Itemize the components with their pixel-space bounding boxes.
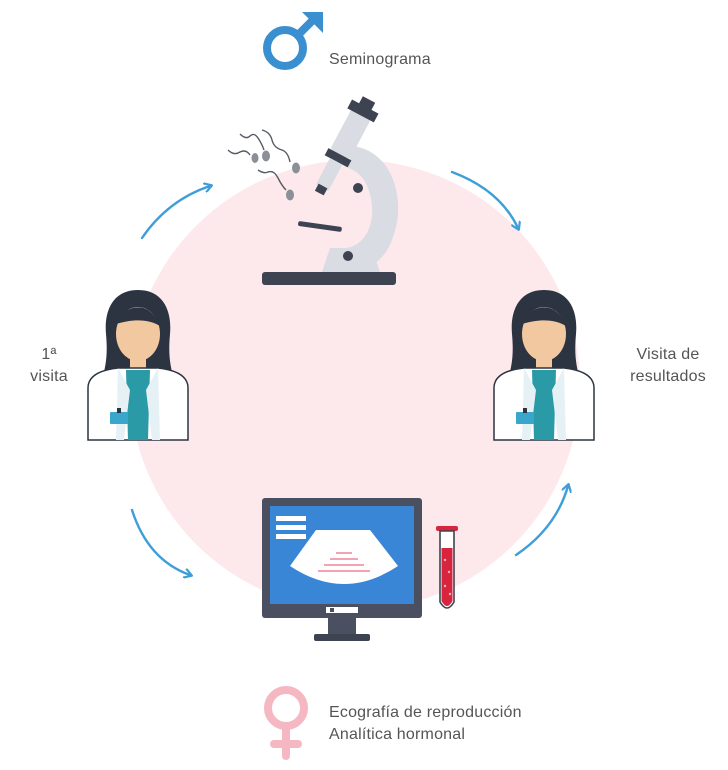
female-symbol-icon (264, 686, 308, 760)
doctor-right-icon (493, 290, 595, 441)
ultrasound-monitor-icon (262, 498, 422, 641)
seminograma-label: Seminograma (329, 51, 431, 68)
male-symbol-icon (263, 12, 323, 70)
female-tests-label: Ecografía de reproducción Analítica horm… (329, 702, 522, 746)
results-visit-line1: Visita de (636, 346, 700, 363)
doctor-left-icon (87, 290, 189, 441)
arrow-to-monitor (130, 508, 190, 575)
sperm-cells-icon (227, 129, 300, 201)
cycle-arrows (130, 170, 568, 575)
results-visit-label: Visita de resultados (616, 344, 720, 388)
arrow-from-results (514, 486, 568, 557)
ultrasound-label: Ecografía de reproducción (329, 704, 522, 721)
hormonal-analysis-label: Analítica hormonal (329, 726, 466, 743)
blood-test-tube-icon (436, 526, 458, 609)
results-visit-line2: resultados (630, 368, 706, 385)
first-visit-line2: visita (30, 368, 68, 385)
arrow-to-microscope (140, 186, 210, 240)
cycle-background-circle (130, 160, 580, 610)
first-visit-line1: 1ª (41, 346, 57, 363)
first-visit-label: 1ª visita (14, 344, 84, 388)
microscope-icon (262, 96, 399, 285)
arrow-to-results (450, 170, 518, 228)
